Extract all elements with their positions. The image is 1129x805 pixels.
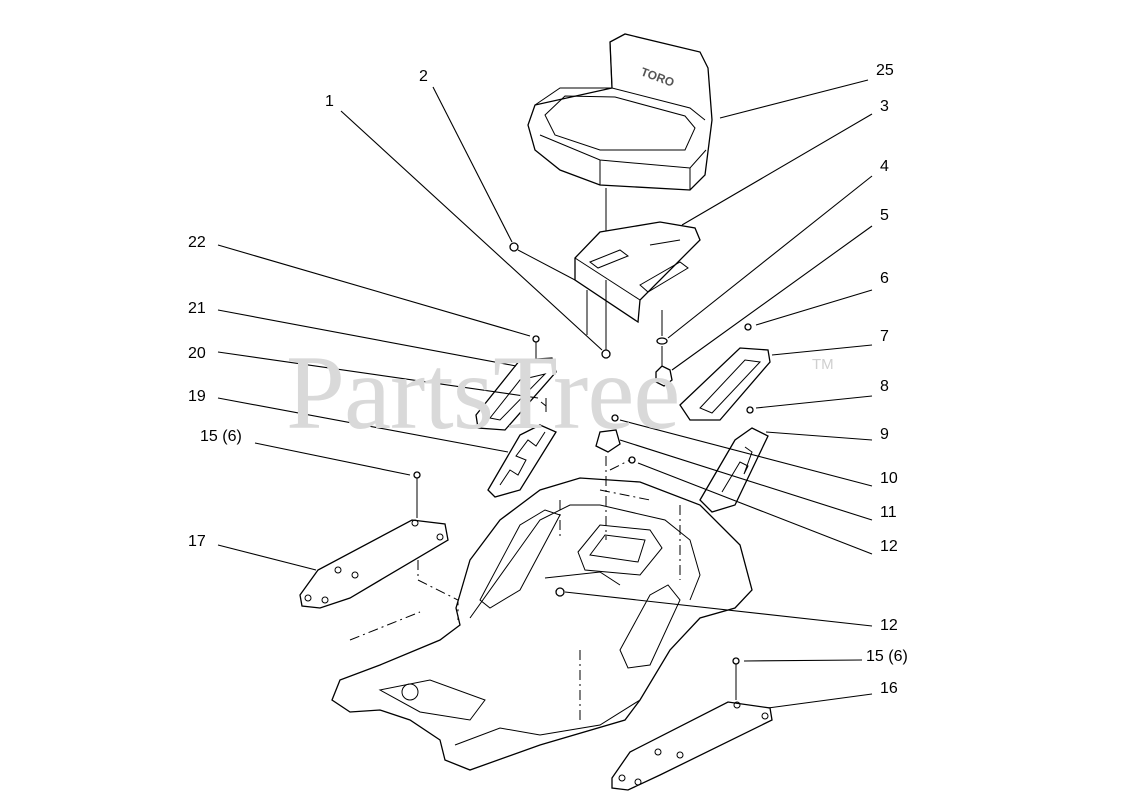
callout-3: 3: [880, 98, 889, 115]
slide-track-9: [699, 427, 769, 513]
callout-4: 4: [880, 158, 889, 175]
callout-25: 25: [876, 62, 894, 79]
callout-15-upper: 15 (6): [200, 428, 242, 445]
callout-1: 1: [325, 93, 334, 110]
partstree-watermark: PartsTree: [286, 334, 680, 451]
washer-4: [656, 337, 668, 345]
callout-6: 6: [880, 270, 889, 287]
callout-5: 5: [880, 207, 889, 224]
seat-part: TORO: [527, 33, 713, 191]
callout-20: 20: [188, 345, 206, 362]
callout-9: 9: [880, 426, 889, 443]
seat-pan-bracket: [574, 221, 701, 324]
callout-7: 7: [880, 328, 889, 345]
hardware-nut-2: [509, 242, 519, 252]
callout-2: 2: [419, 68, 428, 85]
pivot-bracket-10: [595, 414, 636, 464]
trademark-mark: TM: [812, 356, 834, 373]
footplate-17: [299, 471, 449, 609]
callout-15-lower: 15 (6): [866, 648, 908, 665]
callout-12-lower: 12: [880, 617, 898, 634]
callout-10: 10: [880, 470, 898, 487]
callout-8: 8: [880, 378, 889, 395]
callout-11: 11: [880, 504, 897, 521]
leader-lines: [217, 79, 873, 709]
rail-21: [475, 335, 557, 431]
callout-17: 17: [188, 533, 206, 550]
callout-21: 21: [188, 300, 206, 317]
footplate-16: [611, 657, 773, 791]
callout-16: 16: [880, 680, 898, 697]
rail-7: [679, 323, 771, 421]
callout-22: 22: [188, 234, 206, 251]
slide-track-19: [487, 424, 557, 498]
callout-19: 19: [188, 388, 206, 405]
callout-12-upper: 12: [880, 538, 898, 555]
